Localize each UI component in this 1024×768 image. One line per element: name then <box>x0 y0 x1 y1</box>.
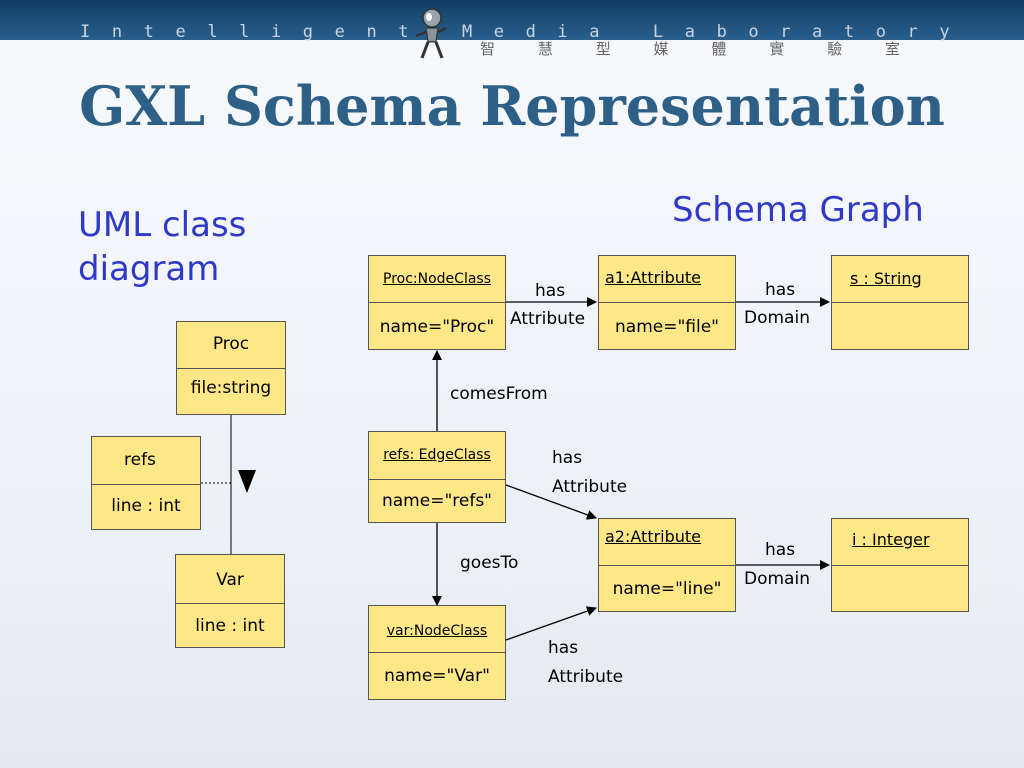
refs-edgeclass-name: refs: EdgeClass <box>383 447 491 463</box>
lab-name-cjk-char: 型 <box>595 40 611 58</box>
edge-label-goes-to: goesTo <box>460 553 519 573</box>
lab-name-letter: i <box>270 22 282 42</box>
edge-label-has-domain-2-l2: Domain <box>744 569 810 589</box>
schema-node-s-string: s : String <box>831 255 969 350</box>
proc-nodeclass-name: Proc:NodeClass <box>383 271 491 287</box>
edge-label-has-attribute-3-l1: has <box>548 638 579 658</box>
lab-name-cjk-char: 智 <box>480 40 496 58</box>
uml-direction-triangle-icon <box>238 470 256 493</box>
uml-class-var-name: Var <box>216 570 244 590</box>
uml-class-refs: refs line : int <box>91 436 201 530</box>
lab-name-letter: L <box>652 22 664 42</box>
a1-attribute-attr: name="file" <box>615 317 719 337</box>
lab-name-cjk: 智慧型媒體實驗室 <box>480 38 900 58</box>
lab-name-letter: l <box>207 22 218 42</box>
edge-label-has-attribute-1-l2: Attribute <box>510 309 586 329</box>
lab-name-cjk-char: 慧 <box>537 40 553 58</box>
edge-label-has-attribute-3-l2: Attribute <box>548 667 624 687</box>
lab-name-letter: t <box>398 22 409 42</box>
a1-attribute-name: a1:Attribute <box>605 268 702 287</box>
schema-node-a2-attribute: a2:Attribute name="line" <box>598 518 736 612</box>
edge-label-has-attribute-1-l1: has <box>535 281 566 301</box>
uml-diagram-title: UML class diagram <box>78 205 247 289</box>
uml-class-proc: Proc file:string <box>176 321 286 415</box>
edge-has-attribute-3 <box>505 606 597 641</box>
lab-name-letter: a <box>589 22 600 42</box>
lab-name-letter: a <box>684 22 695 42</box>
schema-graph-title: Schema Graph <box>672 190 924 230</box>
a2-attribute-attr: name="line" <box>612 579 722 599</box>
lab-name-letter: I <box>80 22 91 42</box>
proc-nodeclass-attr: name="Proc" <box>379 317 495 337</box>
lab-name-letter: g <box>302 22 314 42</box>
lab-name-letter: r <box>780 22 791 42</box>
i-integer-name: i : Integer <box>852 530 930 549</box>
edge-label-has-domain-1-l2: Domain <box>744 308 810 328</box>
lab-name-cjk-char: 體 <box>711 40 727 58</box>
lab-name-letter: n <box>366 22 377 42</box>
var-nodeclass-name: var:NodeClass <box>386 623 488 639</box>
lab-name-letter: n <box>111 22 123 42</box>
edge-label-has-attribute-2-l2: Attribute <box>552 477 628 497</box>
lab-name-letter: a <box>812 22 823 42</box>
uml-class-refs-name: refs <box>124 450 156 470</box>
lab-name-letter: l <box>239 22 250 42</box>
lab-name-cjk-char: 驗 <box>827 40 843 58</box>
edge-label-has-domain-2-l1: has <box>765 540 796 560</box>
lab-name-cjk-char: 媒 <box>653 40 669 58</box>
lab-name-letter: r <box>907 22 918 42</box>
lab-name-letter: o <box>748 22 759 42</box>
slide-title: GXL Schema Representation <box>79 74 945 138</box>
edge-has-attribute-2 <box>505 484 597 520</box>
refs-edgeclass-attr: name="refs" <box>381 491 492 511</box>
schema-node-refs-edgeclass: refs: EdgeClass name="refs" <box>368 431 506 523</box>
header-bar <box>0 0 1024 40</box>
mascot-logo-icon <box>415 8 447 59</box>
uml-class-proc-name: Proc <box>212 334 250 354</box>
lab-name-cjk-char: 室 <box>884 40 900 58</box>
edge-label-comes-from: comesFrom <box>450 384 548 404</box>
lab-name-letter: d <box>525 22 536 42</box>
lab-name-letter: t <box>143 22 154 42</box>
lab-name-letter: y <box>939 22 950 42</box>
lab-name-letter: e <box>334 22 345 42</box>
uml-class-var: Var line : int <box>175 554 285 648</box>
lab-name-cjk-char: 實 <box>769 40 785 58</box>
edge-label-has-attribute-2-l1: has <box>552 448 583 468</box>
lab-name-letter: b <box>716 22 727 42</box>
lab-name-letter: e <box>175 22 186 42</box>
edge-label-has-domain-1-l1: has <box>765 280 796 300</box>
uml-class-var-attr: line : int <box>195 616 265 636</box>
schema-node-var-nodeclass: var:NodeClass name="Var" <box>368 605 506 700</box>
var-nodeclass-attr: name="Var" <box>384 666 490 686</box>
lab-name-letter: t <box>843 22 855 42</box>
lab-name-letter: e <box>493 22 505 42</box>
schema-node-i-integer: i : Integer <box>831 518 969 612</box>
lab-name-letter: M <box>461 22 473 42</box>
schema-node-proc-nodeclass: Proc:NodeClass name="Proc" <box>368 255 506 350</box>
schema-node-a1-attribute: a1:Attribute name="file" <box>598 255 736 350</box>
uml-class-proc-attr: file:string <box>190 378 272 398</box>
lab-name-letter: i <box>557 22 568 42</box>
lab-name-letter: o <box>875 22 886 42</box>
a2-attribute-name: a2:Attribute <box>605 527 702 546</box>
uml-class-refs-attr: line : int <box>111 496 181 516</box>
s-string-name: s : String <box>850 269 922 288</box>
